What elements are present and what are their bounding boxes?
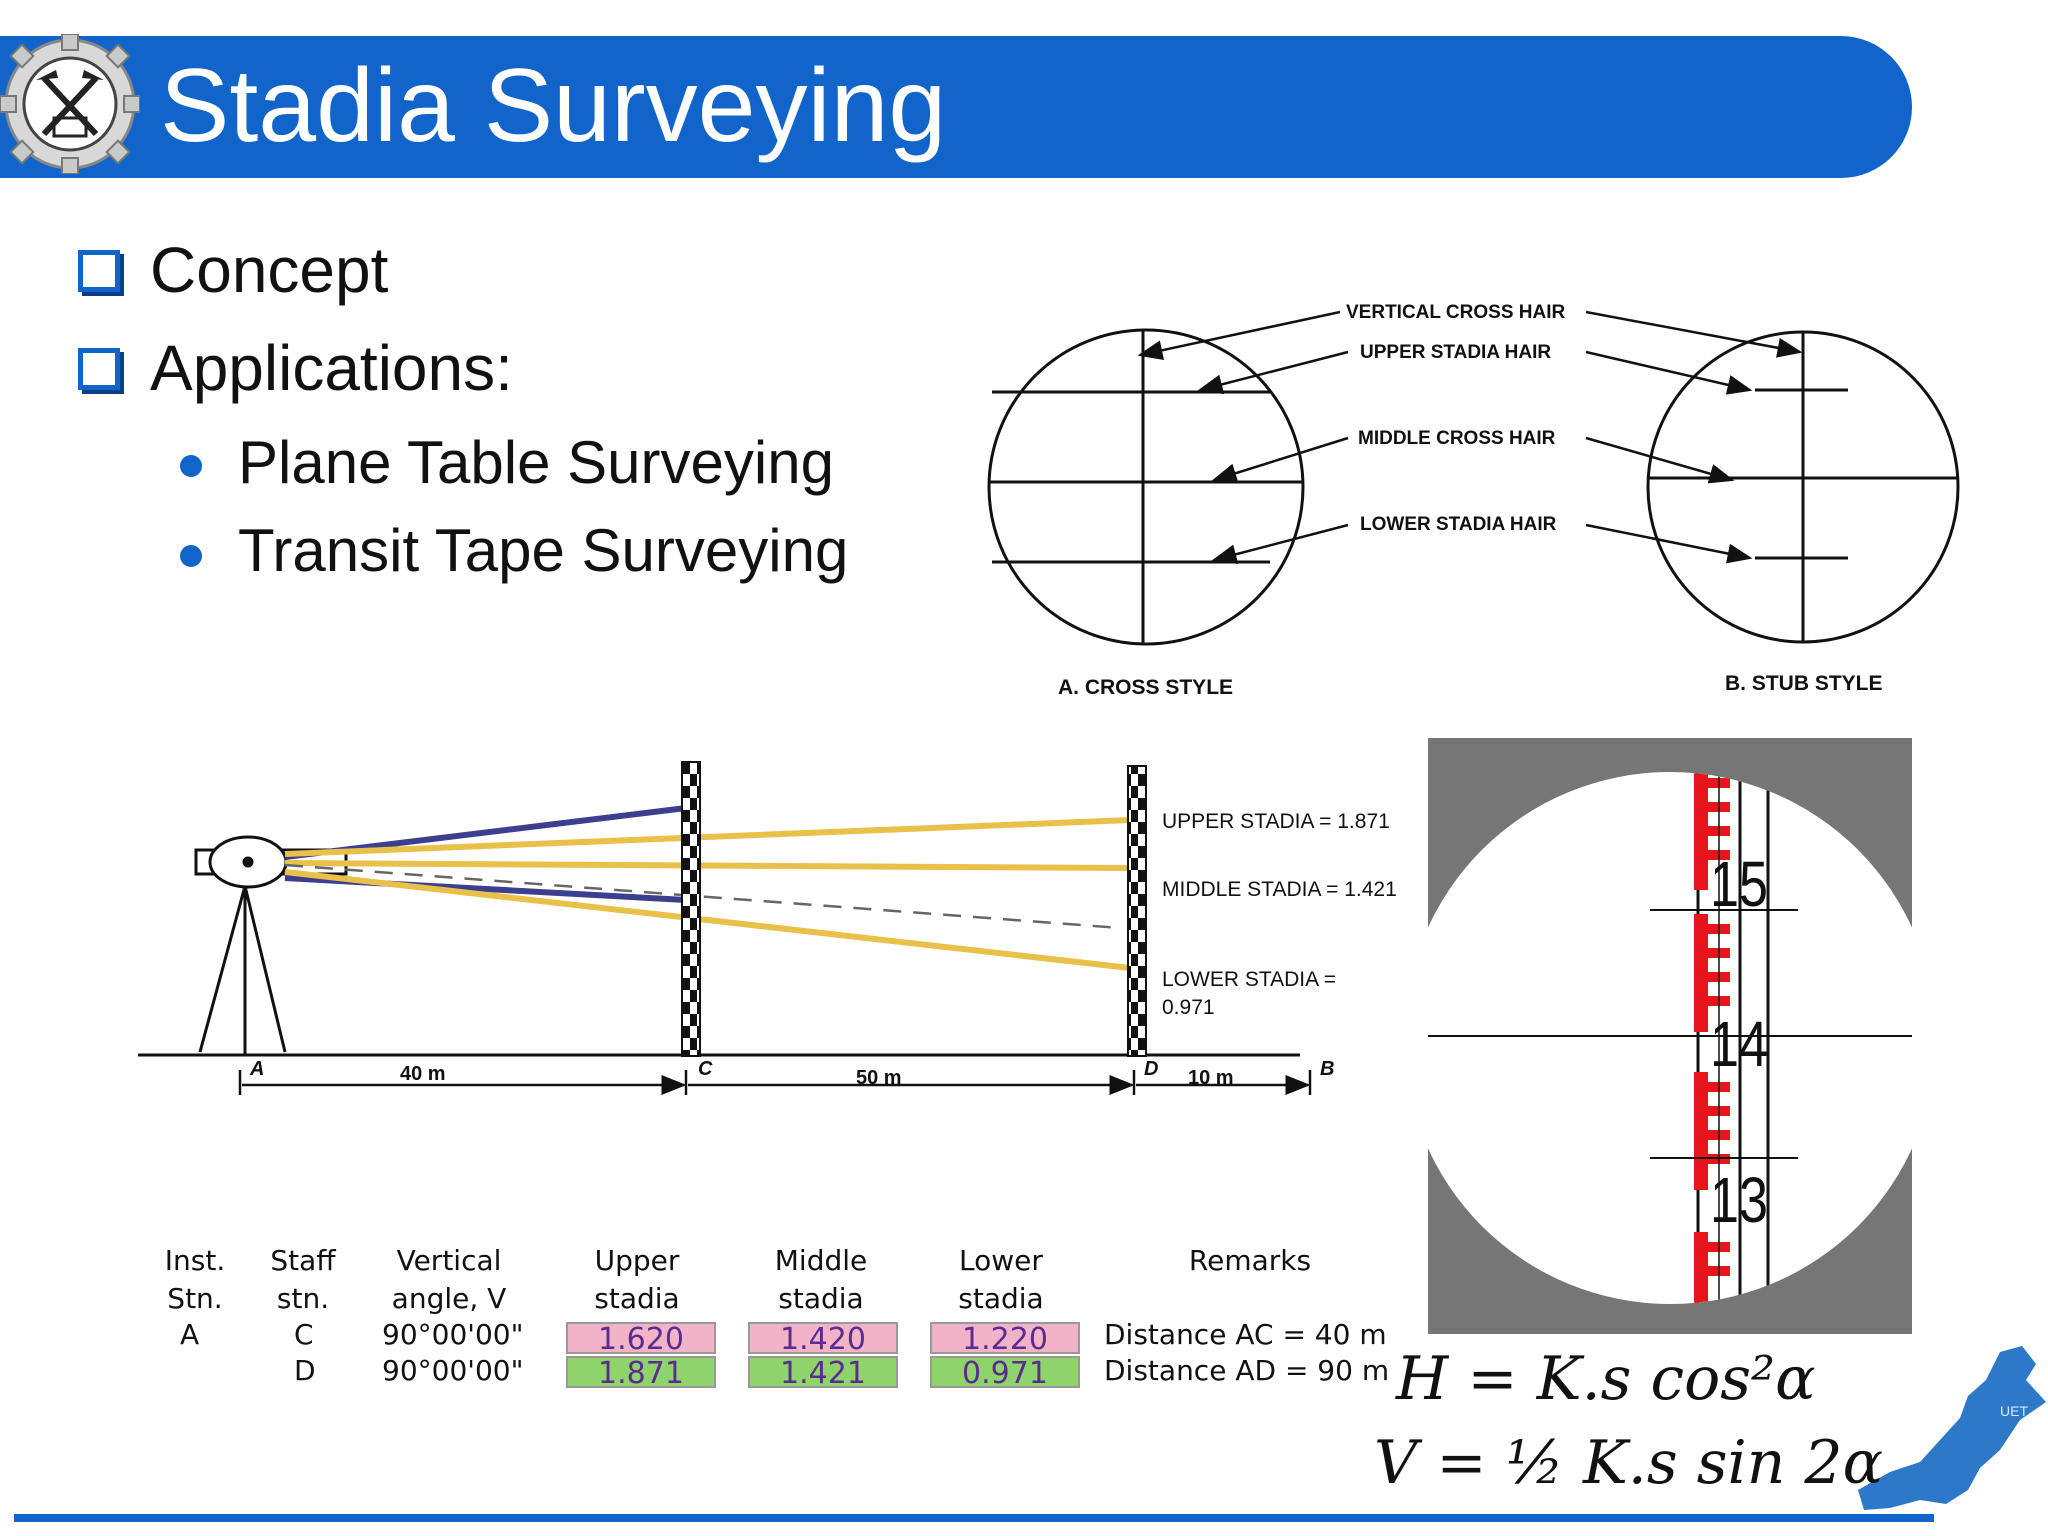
page-title: Stadia Surveying xyxy=(160,48,947,164)
dist-cd-label: 50 m xyxy=(856,1067,902,1089)
table-cell-staff: D xyxy=(294,1354,316,1387)
dist-ac-label: 40 m xyxy=(400,1063,446,1085)
rod-number-15: 15 xyxy=(1710,848,1768,920)
table-cell-angle: 90°00'00" xyxy=(382,1354,524,1387)
table-cell-angle: 90°00'00" xyxy=(382,1318,524,1351)
table-cell-middle: 1.420 xyxy=(748,1322,898,1356)
pakistan-map-icon: UET xyxy=(1858,1346,2046,1510)
point-c-label: C xyxy=(698,1058,713,1080)
cross-style-reticle xyxy=(987,328,1305,646)
stadia-sighting-diagram: UPPER STADIA = 1.871 MIDDLE STADIA = 1.4… xyxy=(138,761,1397,1095)
table-cell-remark: Distance AD = 90 m xyxy=(1104,1354,1390,1387)
sub-bullet-transit-tape: Transit Tape Surveying xyxy=(238,517,849,584)
point-b-label: B xyxy=(1320,1058,1334,1080)
title-bar xyxy=(0,36,1912,178)
table-cell-lower: 1.220 xyxy=(930,1322,1080,1356)
sub-bullet-plane-table: Plane Table Surveying xyxy=(238,429,834,496)
crosshair-diagram: VERTICAL CROSS HAIR UPPER STADIA HAIR MI… xyxy=(987,302,1960,699)
table-cell-upper: 1.620 xyxy=(566,1322,716,1356)
caption-cross-style: A. CROSS STYLE xyxy=(1058,676,1233,699)
formula-horizontal: H = K.s cos²α xyxy=(1396,1344,1816,1414)
bullet-dot-icon xyxy=(180,455,202,477)
label-vertical-cross-hair: VERTICAL CROSS HAIR xyxy=(1346,302,1566,323)
bullet-box-icon xyxy=(78,348,120,390)
caption-stub-style: B. STUB STYLE xyxy=(1725,672,1883,695)
label-upper-stadia: UPPER STADIA = 1.871 xyxy=(1162,810,1390,833)
label-upper-stadia-hair: UPPER STADIA HAIR xyxy=(1360,342,1551,363)
label-lower-stadia-hair: LOWER STADIA HAIR xyxy=(1360,514,1557,535)
point-d-label: D xyxy=(1144,1058,1158,1080)
bullet-concept: Concept xyxy=(150,234,389,306)
table-cell-lower: 0.971 xyxy=(930,1356,1080,1390)
table-header-inst: Inst.Stn. xyxy=(164,1244,226,1315)
point-a-label: A xyxy=(249,1058,264,1080)
dist-db-label: 10 m xyxy=(1188,1067,1234,1089)
university-logo-icon xyxy=(0,34,140,174)
label-lower-stadia-value: 0.971 xyxy=(1162,996,1215,1019)
label-middle-stadia: MIDDLE STADIA = 1.421 xyxy=(1162,878,1397,901)
table-cell-upper: 1.871 xyxy=(566,1356,716,1390)
rod-number-14: 14 xyxy=(1710,1008,1768,1080)
table-cell-staff: C xyxy=(294,1318,314,1351)
bullet-dot-icon xyxy=(180,545,202,567)
label-middle-cross-hair: MIDDLE CROSS HAIR xyxy=(1358,428,1556,449)
formula-vertical: V = ½ K.s sin 2α xyxy=(1374,1428,1884,1498)
rod-number-13: 13 xyxy=(1710,1164,1768,1236)
transit-instrument-icon xyxy=(194,835,348,1055)
bullet-box-icon xyxy=(78,250,120,292)
telescope-rod-view: 15 14 13 xyxy=(1428,772,1912,1304)
table-header-remarks: Remarks xyxy=(1188,1244,1312,1277)
stub-style-reticle xyxy=(1646,330,1960,644)
table-cell-middle: 1.421 xyxy=(748,1356,898,1390)
table-cell-remark: Distance AC = 40 m xyxy=(1104,1318,1387,1351)
bullet-applications: Applications: xyxy=(150,332,513,404)
staff-d xyxy=(1127,765,1147,1057)
staff-c xyxy=(681,761,701,1057)
table-cell-inst: A xyxy=(180,1318,200,1351)
label-lower-stadia: LOWER STADIA = xyxy=(1162,968,1336,991)
bottom-rule xyxy=(14,1514,1934,1522)
map-label: UET xyxy=(2000,1403,2028,1419)
